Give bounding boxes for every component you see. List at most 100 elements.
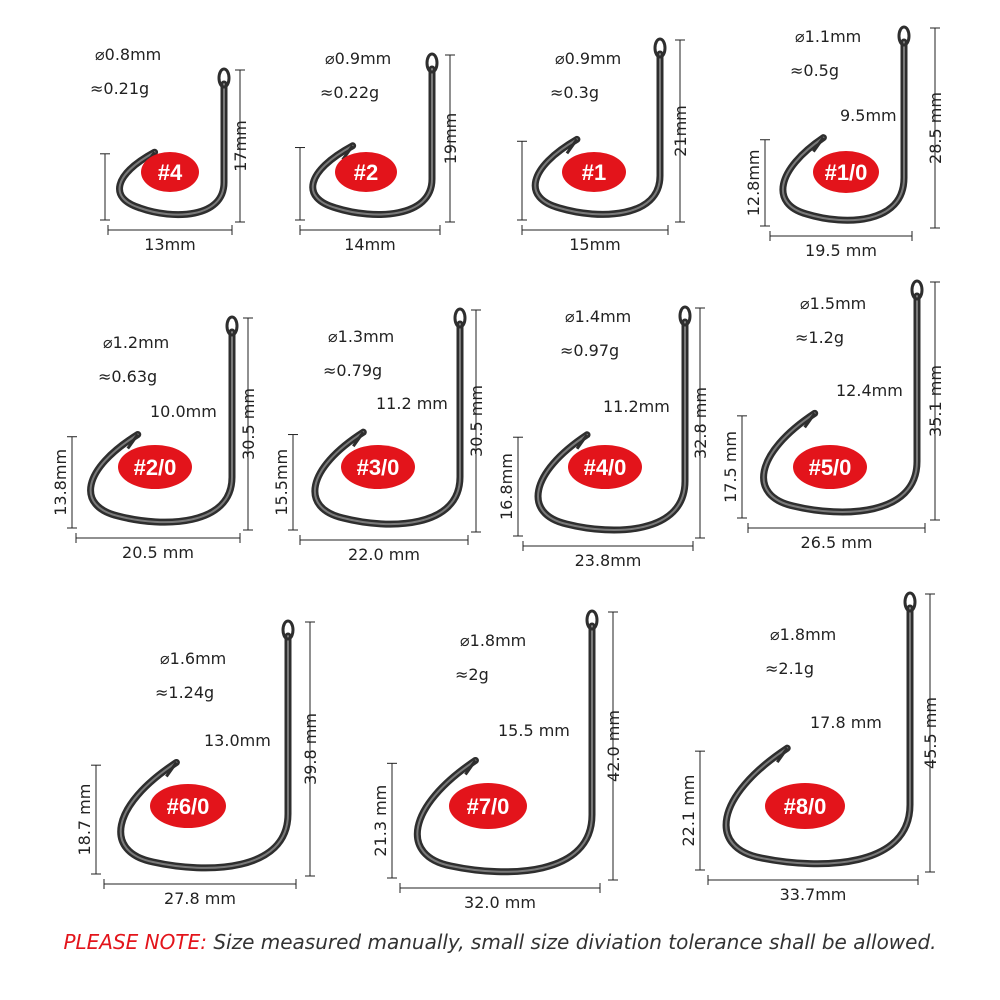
hook-barb [165, 761, 178, 778]
hook-highlight [118, 83, 225, 216]
length-dimension: 42.0 mm [604, 710, 623, 782]
wire-diameter: ⌀1.6mm [160, 649, 226, 668]
throat-dimension: 22.1 mm [679, 775, 698, 847]
size-label: #5/0 [809, 455, 852, 480]
gap-dimension: 11.2 mm [376, 394, 448, 413]
wire-diameter: ⌀0.8mm [95, 45, 161, 64]
hook-barb [565, 138, 579, 155]
gap-dimension: 15.5 mm [498, 721, 570, 740]
hook-highlight [534, 53, 661, 216]
gap-dimension: 11.2mm [603, 397, 670, 416]
size-label: #4/0 [584, 455, 627, 480]
length-dimension: 32.8 mm [691, 387, 710, 459]
size-badge [449, 783, 527, 829]
size-label: #7/0 [467, 794, 510, 819]
hook-highlight [119, 635, 289, 869]
hook-eye [585, 609, 599, 631]
width-dimension: 27.8 mm [164, 889, 236, 908]
hook-eye [225, 315, 239, 337]
hook-barb [575, 433, 589, 450]
size-label: #6/0 [167, 794, 210, 819]
hook-barb [776, 747, 789, 764]
size-badge [562, 152, 626, 192]
hook-barb [812, 136, 825, 153]
size-badge [141, 152, 199, 192]
hook-eye [903, 591, 917, 613]
length-dimension: 30.5 mm [239, 388, 258, 460]
hook-weight: ≈0.22g [320, 83, 379, 102]
throat-dimension: 21.3 mm [371, 785, 390, 857]
hook-barb [352, 431, 365, 448]
wire-diameter: ⌀1.8mm [770, 625, 836, 644]
hook-barb [464, 759, 477, 776]
hook-wire [413, 622, 596, 876]
gap-dimension: 12.4mm [836, 381, 903, 400]
size-label: #4 [158, 160, 183, 185]
hook-highlight [311, 68, 433, 216]
gap-dimension: 13.0mm [204, 731, 271, 750]
size-badge [335, 152, 397, 192]
wire-diameter: ⌀1.1mm [795, 27, 861, 46]
hook-barb [341, 144, 354, 161]
width-dimension: 20.5 mm [122, 543, 194, 562]
wire-diameter: ⌀1.3mm [328, 327, 394, 346]
hook-eye [897, 25, 911, 47]
width-dimension: 14mm [344, 235, 396, 254]
wire-diameter: ⌀1.2mm [103, 333, 169, 352]
width-dimension: 13mm [144, 235, 196, 254]
hook-barb [803, 412, 816, 429]
length-dimension: 39.8 mm [301, 713, 320, 785]
gap-dimension: 10.0mm [150, 402, 217, 421]
size-note: PLEASE NOTE: Size measured manually, sma… [0, 930, 1000, 954]
hook-weight: ≈0.21g [90, 79, 149, 98]
size-label: #1 [582, 160, 606, 185]
gap-dimension: 17.8 mm [810, 713, 882, 732]
hook-weight: ≈2.1g [765, 659, 814, 678]
hook-weight: ≈0.97g [560, 341, 619, 360]
width-dimension: 23.8mm [575, 551, 642, 570]
hook-highlight [781, 41, 905, 222]
wire-diameter: ⌀1.8mm [460, 631, 526, 650]
hook-eye [678, 305, 692, 327]
size-label: #3/0 [357, 455, 400, 480]
length-dimension: 28.5 mm [926, 92, 945, 164]
length-dimension: 21mm [671, 105, 690, 157]
hook-eye [425, 52, 439, 74]
throat-dimension: 16.8mm [497, 453, 516, 520]
hook-wire [116, 80, 228, 219]
size-label: #1/0 [825, 160, 868, 185]
hook-weight: ≈0.5g [790, 61, 839, 80]
hook-weight: ≈0.3g [550, 83, 599, 102]
hook-weight: ≈2g [455, 665, 489, 684]
size-badge [118, 445, 192, 489]
size-badge [150, 784, 226, 828]
wire-diameter: ⌀1.4mm [565, 307, 631, 326]
wire-diameter: ⌀1.5mm [800, 294, 866, 313]
throat-dimension: 15.5mm [272, 449, 291, 516]
size-badge [813, 151, 879, 193]
size-label: #2/0 [134, 455, 177, 480]
throat-dimension: 18.7 mm [75, 784, 94, 856]
throat-dimension: 17.5 mm [721, 431, 740, 503]
hook-weight: ≈0.63g [98, 367, 157, 386]
width-dimension: 15mm [569, 235, 621, 254]
throat-dimension: 12.8mm [744, 149, 763, 216]
hook-weight: ≈0.79g [323, 361, 382, 380]
hook-panel: #4/0 ⌀1.4mm ≈0.97g 11.2mm 32.8 mm 23.8mm 16.8m… [497, 305, 710, 570]
gap-dimension: 9.5mm [840, 106, 897, 125]
size-badge [341, 445, 415, 489]
hook-eye [653, 37, 667, 59]
width-dimension: 26.5 mm [801, 533, 873, 552]
hook-highlight [725, 607, 911, 865]
hook-eye [453, 307, 467, 329]
wire-diameter: ⌀0.9mm [325, 49, 391, 68]
hook-highlight [314, 323, 461, 526]
hook-eye [910, 279, 924, 301]
